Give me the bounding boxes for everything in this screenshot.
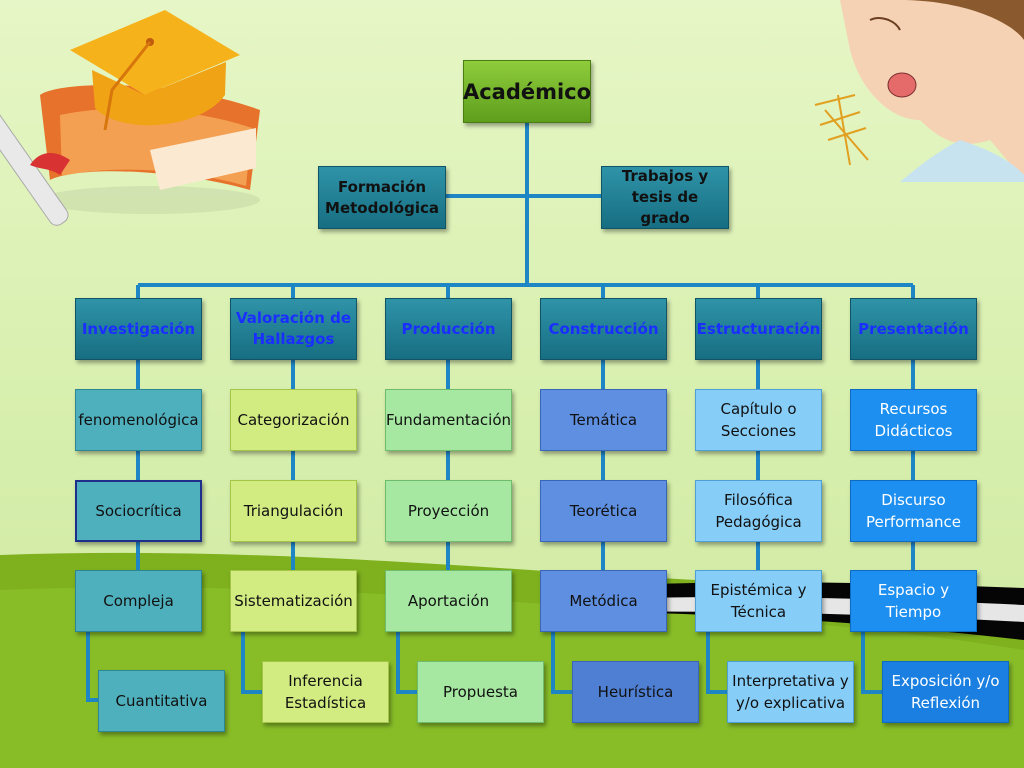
node-cuantitativa: Cuantitativa <box>98 670 225 732</box>
node-fundamentacion: Fundamentación <box>385 389 512 451</box>
node-sistematizacion: Sistematización <box>230 570 357 632</box>
root-node: Académico <box>463 60 591 123</box>
node-aportacion: Aportación <box>385 570 512 632</box>
node-inferencia-estadistica: Inferencia Estadística <box>262 661 389 723</box>
node-exposicion-reflexion: Exposición y/o Reflexión <box>882 661 1009 723</box>
node-triangulacion: Triangulación <box>230 480 357 542</box>
node-propuesta: Propuesta <box>417 661 544 723</box>
node-interpretativa-explicativa: Interpretativa y y/o explicativa <box>727 661 854 723</box>
header-valoracion: Valoración de Hallazgos <box>230 298 357 360</box>
header-estructuracion: Estructuración <box>695 298 822 360</box>
node-fenomenologica: fenomenológica <box>75 389 202 451</box>
graduation-cap-books-clipart <box>0 10 260 226</box>
header-produccion: Producción <box>385 298 512 360</box>
node-epistemica-tecnica: Epistémica y Técnica <box>695 570 822 632</box>
node-discurso-performance: Discurso Performance <box>850 480 977 542</box>
node-teoretica: Teorética <box>540 480 667 542</box>
connector-lines <box>136 123 915 298</box>
node-tematica: Temática <box>540 389 667 451</box>
header-presentacion: Presentación <box>850 298 977 360</box>
node-recursos-didacticos: Recursos Didácticos <box>850 389 977 451</box>
node-capitulo-secciones: Capítulo o Secciones <box>695 389 822 451</box>
surprised-girl-clipart <box>814 0 1024 182</box>
node-proyeccion: Proyección <box>385 480 512 542</box>
node-filosofica-pedagogica: Filosófica Pedagógica <box>695 480 822 542</box>
node-metodica: Metódica <box>540 570 667 632</box>
header-investigacion: Investigación <box>75 298 202 360</box>
node-categorizacion: Categorización <box>230 389 357 451</box>
node-compleja: Compleja <box>75 570 202 632</box>
node-heuristica: Heurística <box>572 661 699 723</box>
secondary-node-formacion: Formación Metodológica <box>318 166 446 229</box>
secondary-node-trabajos: Trabajos y tesis de grado <box>601 166 729 229</box>
node-sociocritica: Sociocrítica <box>75 480 202 542</box>
header-construccion: Construcción <box>540 298 667 360</box>
node-espacio-tiempo: Espacio y Tiempo <box>850 570 977 632</box>
